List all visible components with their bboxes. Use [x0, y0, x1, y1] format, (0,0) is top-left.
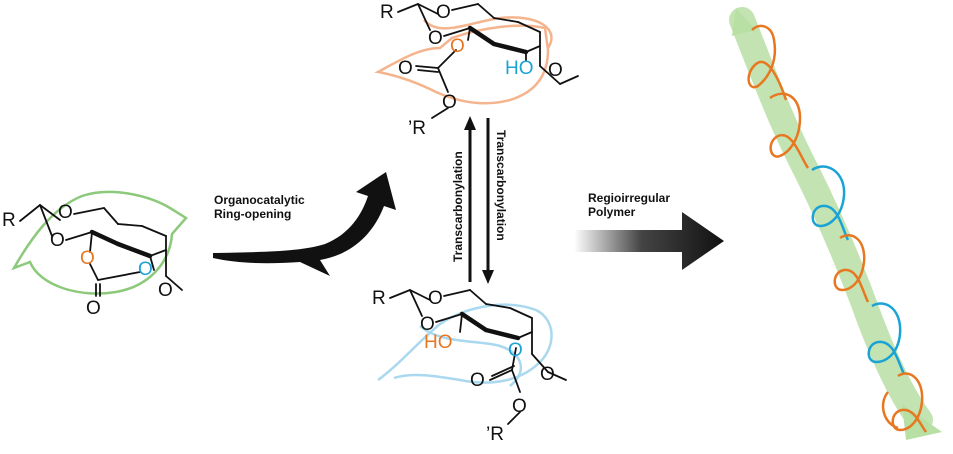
polymer-loop-orange-2 [769, 92, 810, 169]
monomer-cyclic-carbonate: R O O O O O O [2, 190, 188, 319]
top-O-ester: O [442, 92, 457, 113]
top-O-carbonyl: O [398, 58, 413, 79]
polymer-loop-blue-1 [811, 165, 850, 241]
polymer-loop-blue-2 [867, 302, 906, 375]
top-HO-blue: HO [505, 58, 534, 79]
bottom-O-ester: O [512, 396, 527, 417]
top-product: R O O O HO O O O ’R [374, 2, 579, 139]
top-R-prime: ’R [408, 118, 426, 139]
polymer-loop-orange-1 [747, 24, 788, 101]
ring-opening-label-2: Ring-opening [214, 207, 291, 221]
monomer-R: R [2, 210, 16, 231]
polymer-green-band [729, 7, 933, 433]
transcarbonylation-label-up: Transcarbonylation [451, 151, 465, 262]
top-O-methoxy: O [548, 60, 563, 81]
bottom-product: R O O HO O O O O ’R [372, 288, 567, 445]
polymer-label-1: Regioirregular [588, 191, 670, 205]
top-peach-outline [374, 24, 550, 105]
bottom-O-methoxy: O [540, 364, 555, 385]
bottom-R-prime: ’R [486, 424, 504, 445]
top-O-2: O [428, 28, 443, 49]
monomer-O-1: O [58, 202, 73, 223]
transcarbonylation-arrows: Transcarbonylation Transcarbonylation [451, 116, 508, 284]
polymer-loop-orange-4 [891, 372, 928, 433]
bottom-O-carbonyl: O [470, 370, 485, 391]
monomer-O-blue: O [138, 259, 153, 280]
transcarbonylation-label-down: Transcarbonylation [494, 130, 508, 241]
bottom-HO-orange: HO [424, 332, 453, 353]
polymer-loop-orange-3 [833, 234, 870, 303]
monomer-O-2: O [50, 230, 65, 251]
ring-opening-label-1: Organocatalytic [214, 193, 305, 207]
bottom-O-1: O [428, 288, 443, 309]
monomer-O-carbonyl: O [86, 298, 101, 319]
bottom-lightblue-outline [377, 303, 553, 384]
polymer-arrow: Regioirregular Polymer [574, 191, 724, 270]
bottom-O-2: O [420, 314, 435, 335]
ring-opening-arrow: Organocatalytic Ring-opening [213, 172, 396, 276]
top-O-1: O [436, 2, 451, 23]
monomer-O-orange: O [80, 248, 95, 269]
monomer-O-methoxy: O [158, 280, 173, 301]
regioirregular-polymer [729, 7, 942, 440]
monomer-green-outline [11, 190, 188, 295]
bottom-R: R [372, 288, 386, 309]
polymer-label-2: Polymer [588, 205, 636, 219]
bottom-O-blue: O [508, 340, 523, 361]
top-O-orange: O [450, 36, 465, 57]
top-R: R [380, 2, 394, 23]
